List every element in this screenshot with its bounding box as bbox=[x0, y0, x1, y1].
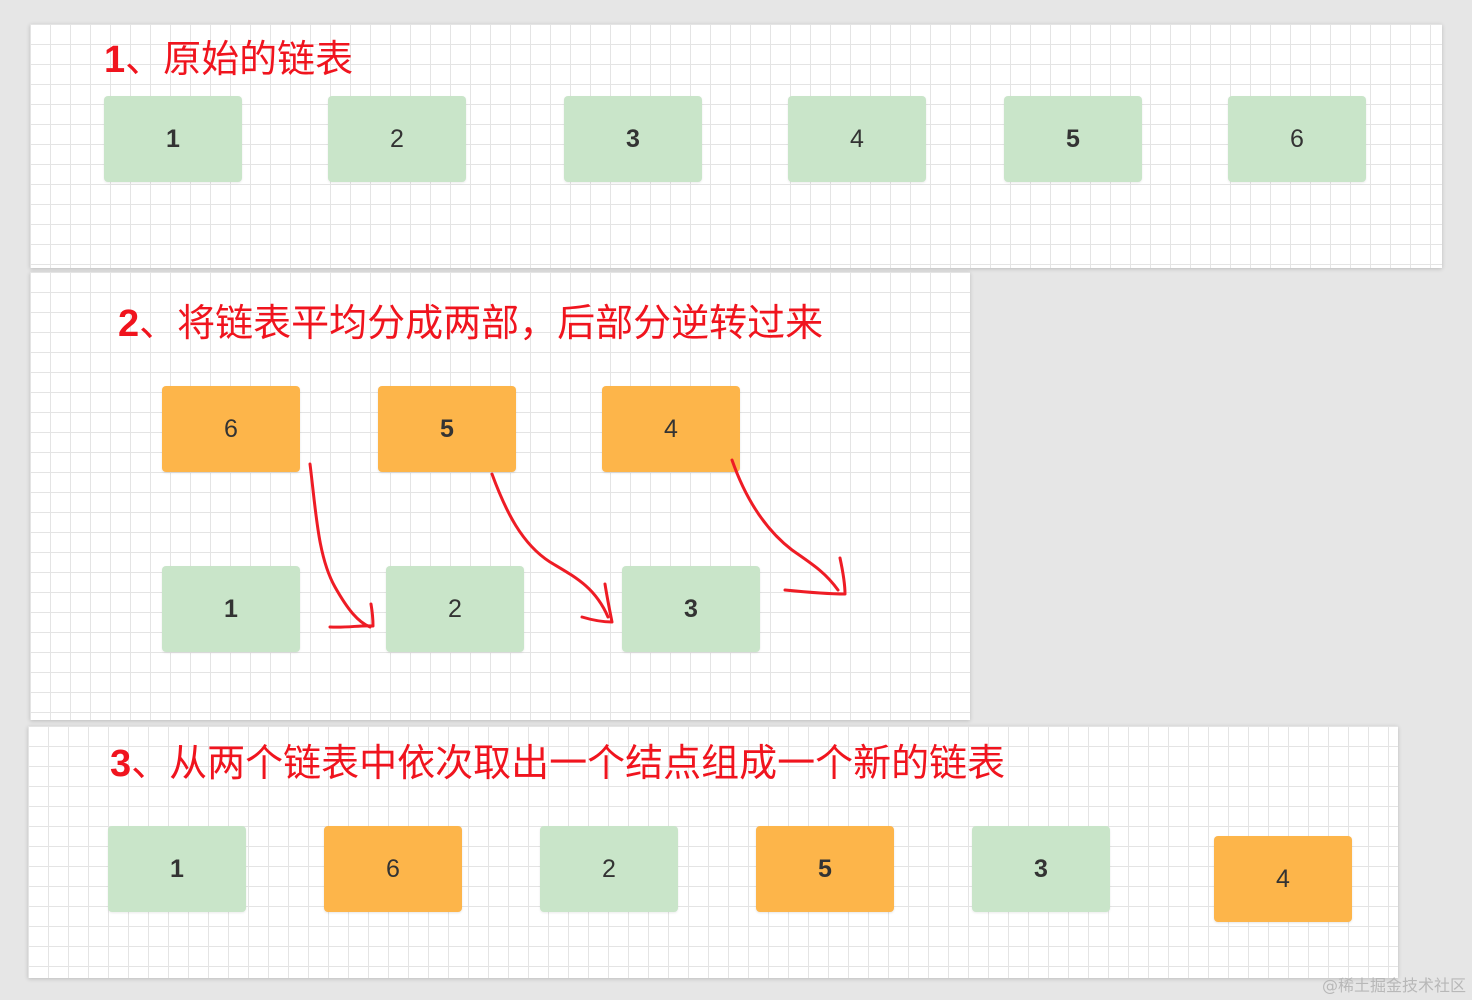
list-node-6: 6 bbox=[1228, 96, 1366, 182]
arrowhead-5-to-3 bbox=[580, 582, 614, 624]
step2-title: 、将链表平均分成两部，后部分逆转过来 bbox=[139, 301, 824, 345]
reversed-node-5: 5 bbox=[378, 386, 516, 472]
front-node-1: 1 bbox=[162, 566, 300, 652]
front-node-2: 2 bbox=[386, 566, 524, 652]
step1-panel: 1、原始的链表 1 2 3 4 5 6 bbox=[30, 24, 1442, 268]
merged-node-1: 1 bbox=[108, 826, 246, 912]
merged-node-2: 2 bbox=[540, 826, 678, 912]
watermark: @稀土掘金技术社区 bbox=[1321, 976, 1466, 995]
list-node-4: 4 bbox=[788, 96, 926, 182]
step3-title: 、从两个链表中依次取出一个结点组成一个新的链表 bbox=[131, 741, 1006, 785]
reversed-node-4: 4 bbox=[602, 386, 740, 472]
front-node-3: 3 bbox=[622, 566, 760, 652]
arrowhead-6-to-2 bbox=[328, 602, 375, 629]
step2-heading: 2、将链表平均分成两部，后部分逆转过来 bbox=[118, 304, 823, 343]
step2-number: 2 bbox=[118, 303, 140, 345]
step1-heading: 1、原始的链表 bbox=[104, 40, 353, 79]
merged-node-3: 3 bbox=[972, 826, 1110, 912]
step3-panel: 3、从两个链表中依次取出一个结点组成一个新的链表 1 6 2 5 3 4 bbox=[28, 726, 1398, 978]
step3-number: 3 bbox=[110, 743, 132, 785]
step1-title: 、原始的链表 bbox=[125, 37, 354, 81]
step1-number: 1 bbox=[104, 39, 126, 81]
merged-node-6: 6 bbox=[324, 826, 462, 912]
list-node-5: 5 bbox=[1004, 96, 1142, 182]
arrowhead-4-to-after-3 bbox=[783, 556, 847, 596]
list-node-2: 2 bbox=[328, 96, 466, 182]
reversed-node-6: 6 bbox=[162, 386, 300, 472]
list-node-1: 1 bbox=[104, 96, 242, 182]
step2-panel: 2、将链表平均分成两部，后部分逆转过来 6 5 4 1 2 3 bbox=[30, 272, 970, 720]
step3-heading: 3、从两个链表中依次取出一个结点组成一个新的链表 bbox=[110, 744, 1005, 783]
merged-node-4: 4 bbox=[1214, 836, 1352, 922]
merged-node-5: 5 bbox=[756, 826, 894, 912]
list-node-3: 3 bbox=[564, 96, 702, 182]
arrow-6-to-2 bbox=[308, 462, 372, 629]
